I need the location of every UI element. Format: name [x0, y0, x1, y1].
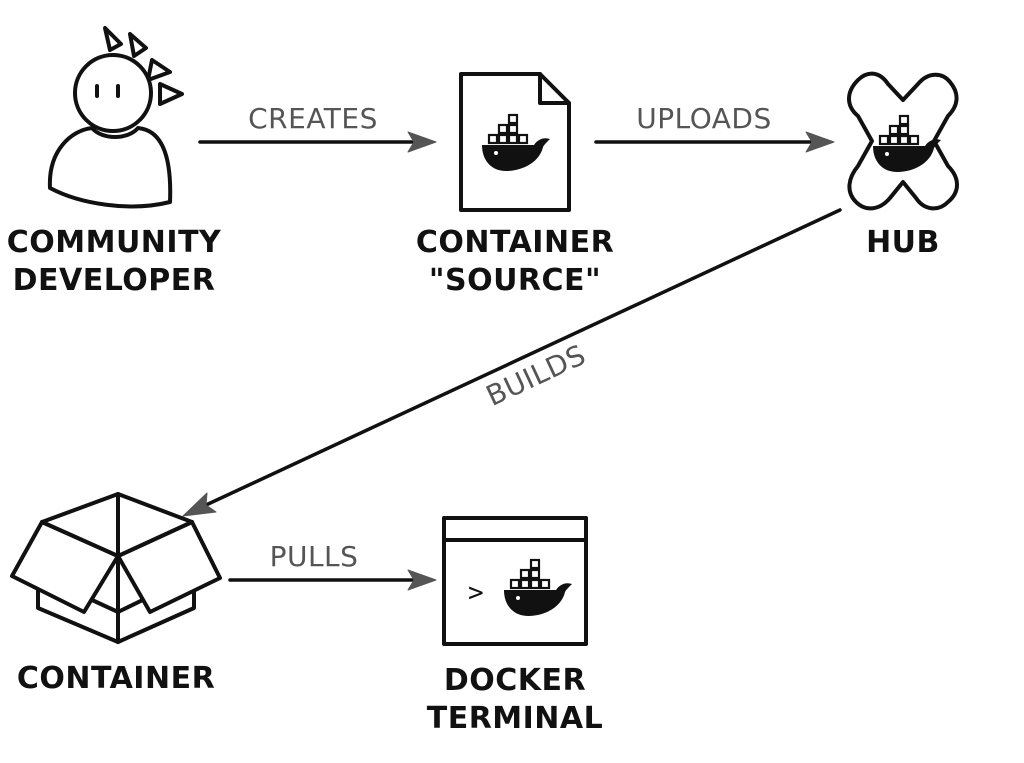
terminal-label-line1: DOCKER	[444, 663, 586, 698]
creates-edge: CREATES	[198, 102, 437, 153]
terminal-window-icon	[442, 516, 588, 646]
terminal-prompt: >	[468, 578, 484, 608]
container-source-node: CONTAINER "SOURCE"	[416, 72, 614, 298]
developer-label-line1: COMMUNITY	[7, 225, 222, 260]
source-label-line1: CONTAINER	[416, 225, 614, 260]
uploads-edge: UPLOADS	[594, 102, 835, 153]
docker-terminal-node: > DOCKER TERMINAL	[427, 516, 604, 736]
pulls-label: PULLS	[270, 540, 359, 573]
container-label: CONTAINER	[17, 661, 215, 696]
hub-label: HUB	[866, 225, 940, 260]
hub-node: HUB	[847, 71, 959, 260]
developer-label-line2: DEVELOPER	[13, 263, 216, 298]
open-box-icon	[10, 492, 222, 644]
source-label-line2: "SOURCE"	[429, 263, 601, 298]
container-node: CONTAINER	[10, 492, 222, 696]
community-developer-node: COMMUNITY DEVELOPER	[7, 26, 222, 298]
pulls-edge: PULLS	[228, 540, 437, 591]
builds-label: BUILDS	[481, 338, 591, 413]
person-icon	[47, 26, 184, 209]
terminal-label-line2: TERMINAL	[427, 701, 604, 736]
uploads-label: UPLOADS	[636, 102, 772, 135]
creates-label: CREATES	[248, 102, 378, 135]
